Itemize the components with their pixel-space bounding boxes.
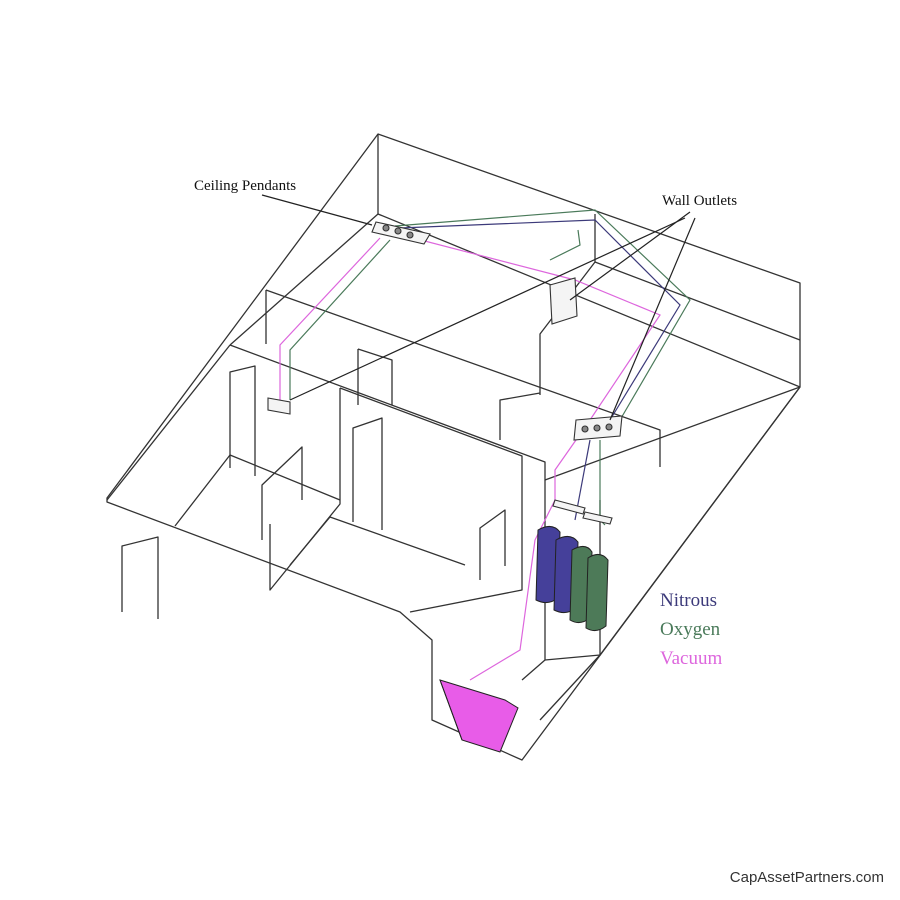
wall-outlets-leader-2 xyxy=(289,217,686,401)
middle-wall xyxy=(265,289,661,467)
wall-outlets-label: Wall Outlets xyxy=(662,193,738,209)
vacuum-pump xyxy=(439,679,519,753)
oxygen-line-riser xyxy=(549,229,581,261)
oxygen-line-upper xyxy=(394,209,691,421)
center-room-right xyxy=(339,387,523,613)
pendant-valve-3 xyxy=(406,231,414,239)
legend-vacuum: Vacuum xyxy=(660,648,723,669)
leader-lines xyxy=(261,194,696,421)
vacuum-pump-edge xyxy=(439,679,463,741)
left-diagonal-wall xyxy=(106,344,231,501)
ceiling-pendants-label: Ceiling Pendants xyxy=(194,178,297,194)
oxygen-line-left xyxy=(289,239,391,400)
door-front-left xyxy=(121,536,159,619)
manifold-oxygen xyxy=(582,511,613,525)
manifold-nitrous xyxy=(552,499,586,515)
building-outline xyxy=(106,133,801,761)
gas-tanks xyxy=(535,526,609,632)
oxygen-line-drop xyxy=(599,440,606,526)
outlets xyxy=(267,221,623,525)
right-upper-wall xyxy=(594,261,801,341)
equipment-floor-line xyxy=(544,654,601,661)
vacuum-line-upper xyxy=(389,231,661,500)
wall-outlet-top xyxy=(549,277,578,325)
equipment-right-edge xyxy=(599,386,801,656)
vacuum-line-drop xyxy=(469,499,556,681)
legend-oxygen: Oxygen xyxy=(660,619,721,640)
outlet-valve-2 xyxy=(593,424,601,432)
wall-outlet-left xyxy=(267,397,291,415)
watermark: CapAssetPartners.com xyxy=(729,869,884,886)
oxygen-tank-2 xyxy=(585,554,609,632)
door-side-panel xyxy=(261,446,303,540)
nitrous-line-upper xyxy=(399,219,681,421)
vacuum-line-left xyxy=(279,237,381,400)
outlet-valve-3 xyxy=(605,423,613,431)
wall-outlets-leader-1 xyxy=(569,211,691,301)
center-floor-line xyxy=(289,516,466,566)
door-center-room xyxy=(352,417,383,530)
left-room-floor-line xyxy=(174,454,341,527)
pendant-valve-1 xyxy=(382,224,390,232)
gas-piping xyxy=(279,209,691,681)
outlet-valve-1 xyxy=(581,425,589,433)
door-left-room xyxy=(229,365,256,476)
legend-nitrous: Nitrous xyxy=(660,590,717,611)
door-back-center xyxy=(357,348,393,405)
door-right-room xyxy=(499,392,541,440)
ceiling-pendants-leader xyxy=(261,194,373,226)
lower-horizontal-wall xyxy=(229,344,801,481)
wall-outlets-leader-3 xyxy=(609,217,696,421)
center-room-wall xyxy=(269,388,341,591)
door-center-right xyxy=(479,509,506,580)
pendant-valve-2 xyxy=(394,227,402,235)
top-wall-line xyxy=(229,213,801,388)
